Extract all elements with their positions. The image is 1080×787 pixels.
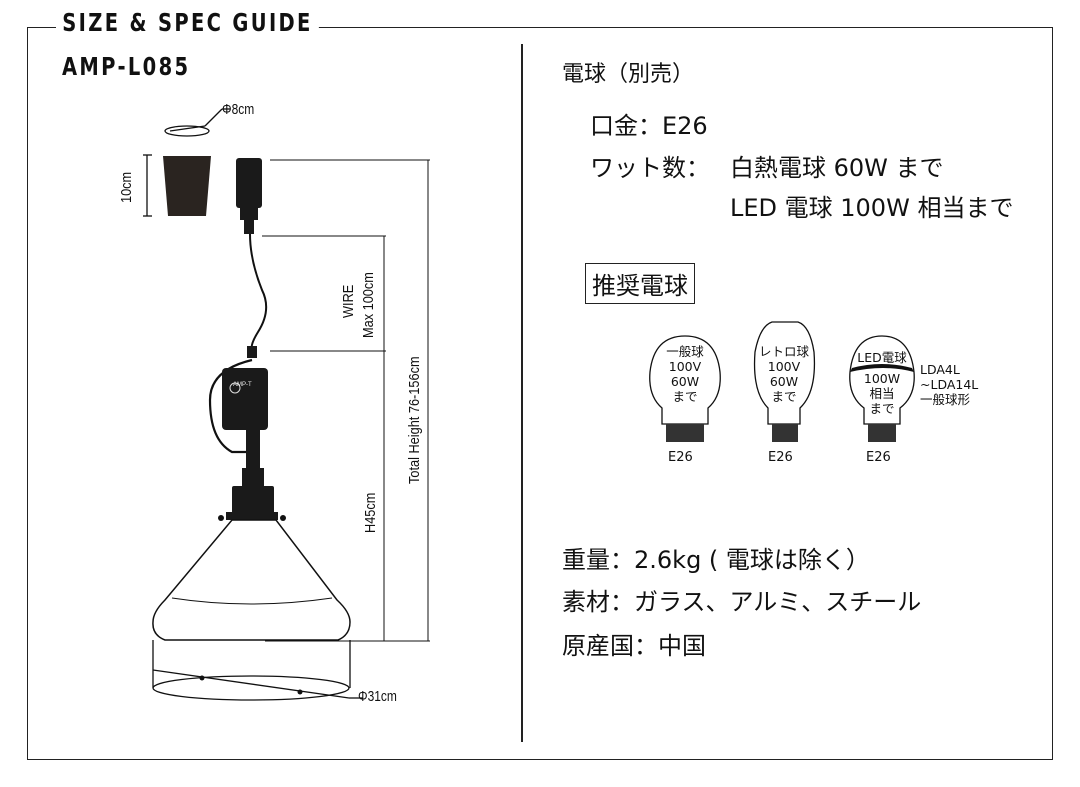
wattage-label: ワット数： [590,154,710,182]
material-spec: 素材：ガラス、アルミ、スチール [562,588,922,616]
page-title: SIZE & SPEC GUIDE [56,8,319,37]
shade-height-label: H45cm [362,492,379,533]
bulb-base-label: E26 [866,450,891,465]
bulb-line: 100W [863,371,901,386]
spec-frame [27,27,1053,760]
column-divider [521,44,523,742]
box-brand: AMP-T [233,382,252,388]
led-note-line: ~LDA14L [920,377,979,392]
bulb-standard: 一般球 100V 60W まで [654,344,716,404]
wire-max-label: Max 100cm [360,272,377,338]
bulb-heading: 電球（別売） [562,62,695,87]
top-diameter-label: Φ8cm [222,101,255,118]
bulb-line: レトロ球 [758,344,809,359]
bulb-retro: レトロ球 100V 60W まで [752,344,816,404]
led-note-line: 一般球形 [920,392,971,407]
weight-spec: 重量：2.6kg ( 電球は除く） [562,546,870,574]
bulb-line: 60W [670,374,700,389]
bulb-line: 60W [769,374,799,389]
recommended-bulb-box: 推奨電球 [585,263,695,304]
led-model-note: LDA4L ~LDA14L 一般球形 [920,362,978,407]
bulb-line: まで [771,389,797,404]
bulb-base-label: E26 [668,450,693,465]
wattage-line-1: 白熱電球 60W まで [730,154,944,182]
wire-label: WIRE [340,284,357,318]
model-number: AMP-L085 [62,52,191,81]
bulb-line: LED電球 [857,350,907,365]
socket-spec: 口金：E26 [590,112,708,140]
total-height-label: Total Height 76-156cm [406,356,423,484]
bottom-diameter-label: Φ31cm [358,688,397,705]
bulb-line: 一般球 [666,344,704,359]
cup-height-label: 10cm [118,171,135,203]
bulb-line: 100V [767,359,801,374]
bulb-line: 相当 [869,386,895,401]
bulb-led: LED電球 100W 相当 まで [850,350,914,416]
wattage-line-2: LED 電球 100W 相当まで [730,194,1014,222]
bulb-line: 100V [668,359,702,374]
bulb-line: まで [672,389,698,404]
bulb-base-label: E26 [768,450,793,465]
led-note-line: LDA4L [920,362,960,377]
bulb-line: まで [869,401,895,416]
origin-spec: 原産国：中国 [562,632,706,660]
